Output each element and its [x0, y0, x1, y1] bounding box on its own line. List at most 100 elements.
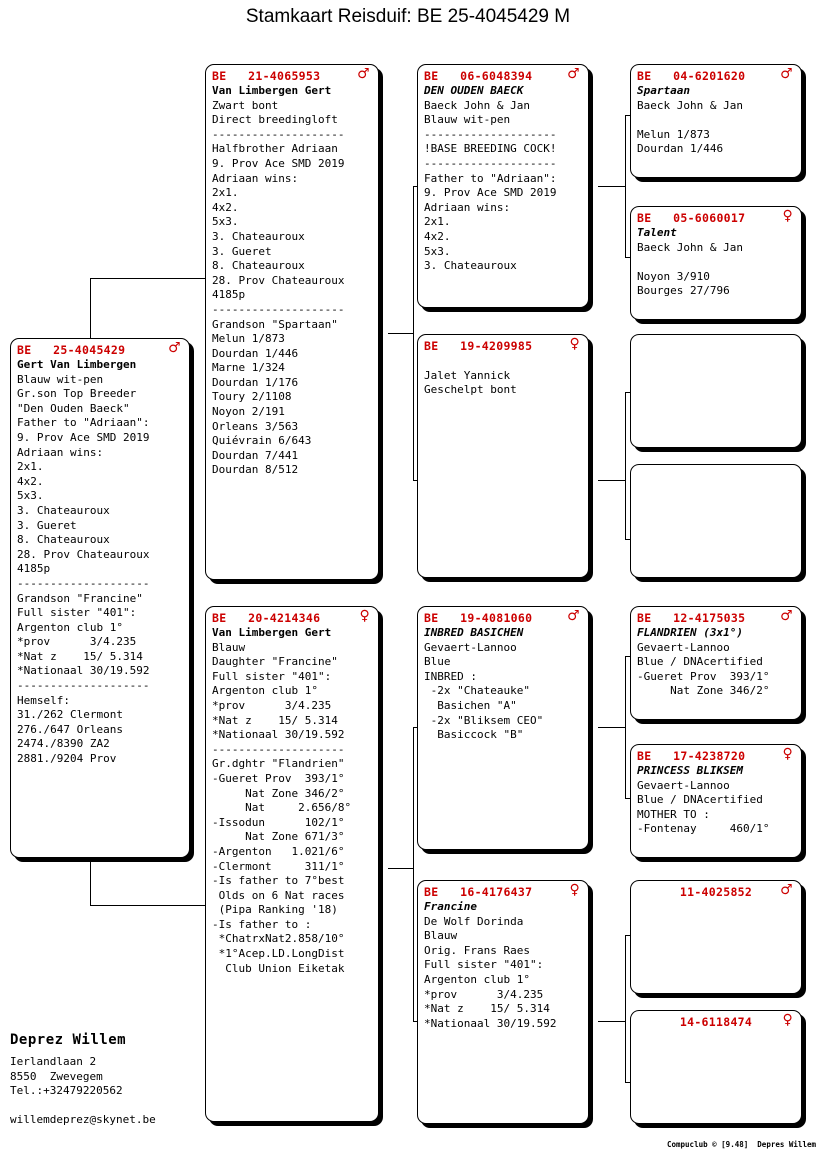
connector-mm-bracket	[625, 935, 626, 1083]
card-father-header: BE 21-4065953 ♂	[212, 67, 372, 84]
card-mfm-details: Gevaert-Lannoo Blue / DNAcertified MOTHE…	[637, 778, 770, 836]
connector-mm-to-mmm	[625, 1082, 633, 1083]
sex-icon-male: ♂	[168, 340, 181, 356]
card-mf-header: BE 19-4081060 ♂	[424, 609, 582, 626]
sex-icon-male: ♂	[780, 66, 793, 82]
card-mf-details: Gevaert-Lannoo Blue INBRED : -2x "Chatea…	[424, 640, 544, 742]
card-mfm-nickname: PRINCESS BLIKSEM	[637, 764, 743, 777]
connector-subject-trunk	[90, 278, 91, 338]
connector-ff-to-fff	[625, 115, 633, 116]
card-mff-body: FLANDRIEN (3x1°)Gevaert-Lannoo Blue / DN…	[637, 626, 795, 699]
sex-icon-male: ♂	[567, 66, 580, 82]
card-fmm-header	[637, 469, 795, 484]
card-ff-details: Baeck John & Jan Blauw wit-pen ---------…	[424, 98, 557, 273]
breeder-address: Ierlandlaan 2 8550 Zwevegem Tel.:+324792…	[10, 1055, 123, 1098]
card-mf-nickname: INBRED BASICHEN	[424, 626, 524, 639]
ring-number: BE 19-4209985	[424, 339, 533, 353]
card-mother[interactable]: BE 20-4214346 ♀ Van Limbergen Gert Blauw…	[205, 606, 379, 1122]
card-subject-body: Gert Van Limbergen Blauw wit-pen Gr.son …	[17, 358, 183, 767]
sex-icon-female: ♀	[782, 1012, 793, 1028]
ring-number: BE 25-4045429	[17, 343, 126, 357]
software-credit: Compuclub © [9.48] Depres Willem	[666, 1140, 816, 1149]
card-mother-name: Van Limbergen Gert	[212, 626, 332, 639]
card-mm-header: BE 16-4176437 ♀	[424, 882, 582, 900]
ring-number: BE 16-4176437	[424, 885, 533, 899]
connector-mm-stem	[598, 1021, 626, 1022]
card-fff-header: BE 04-6201620 ♂	[637, 66, 795, 84]
connector-subject-trunk-lower	[90, 858, 91, 906]
ring-number: 11-4025852	[679, 885, 753, 899]
sex-icon-female: ♀	[782, 208, 793, 224]
card-subject-name: Gert Van Limbergen	[17, 358, 137, 371]
breeder-email[interactable]: willemdeprez@skynet.be	[10, 1112, 156, 1126]
card-mmm-header: 14-6118474 ♀	[637, 1012, 795, 1030]
card-mmf[interactable]: 11-4025852 ♂	[630, 880, 802, 994]
connector-fm-stem	[598, 480, 626, 481]
ring-number: BE 21-4065953	[212, 69, 321, 83]
card-mother-details: Blauw Daughter "Francine" Full sister "4…	[212, 640, 352, 975]
card-fm[interactable]: BE 19-4209985 ♀ Jalet Yannick Geschelpt …	[417, 334, 589, 578]
card-ffm-nickname: Talent	[637, 226, 677, 239]
card-mmm[interactable]: 14-6118474 ♀	[630, 1010, 802, 1124]
ring-number: BE 12-4175035	[637, 611, 746, 625]
sex-icon-female: ♀	[782, 746, 793, 762]
sex-icon-female: ♀	[569, 882, 580, 898]
connector-mf-to-mff	[625, 656, 633, 657]
ring-number: 14-6118474	[679, 1015, 753, 1029]
connector-fm-bracket	[625, 392, 626, 540]
card-fmf-header	[637, 339, 795, 354]
connector-mm-to-mmf	[625, 935, 633, 936]
ring-number: BE 05-6060017	[637, 211, 746, 225]
ring-number: BE 19-4081060	[424, 611, 533, 625]
card-mm-nickname: Francine	[424, 900, 477, 913]
connector-ff-stem	[598, 186, 626, 187]
connector-ff-to-ffm	[625, 257, 633, 258]
card-mmf-header: 11-4025852 ♂	[637, 882, 795, 900]
connector-ff-bracket	[625, 115, 626, 258]
connector-mf-stem	[598, 727, 626, 728]
sex-icon-male: ♂	[780, 882, 793, 898]
connector-mf-bracket	[625, 656, 626, 799]
sex-icon-female: ♀	[569, 336, 580, 352]
card-ff-header: BE 06-6048394 ♂	[424, 66, 582, 84]
card-mff-header: BE 12-4175035 ♂	[637, 609, 795, 626]
page-title: Stamkaart Reisduif: BE 25-4045429 M	[245, 6, 571, 27]
card-fm-header: BE 19-4209985 ♀	[424, 336, 582, 354]
card-subject-header: BE 25-4045429 ♂	[17, 340, 183, 358]
breeder-block: Deprez Willem Ierlandlaan 2 8550 Zwevege…	[10, 1032, 210, 1127]
card-ffm-details: Baeck John & Jan Noyon 3/910 Bourges 27/…	[637, 240, 743, 298]
card-father[interactable]: BE 21-4065953 ♂ Van Limbergen Gert Zwart…	[205, 64, 379, 580]
card-mfm-header: BE 17-4238720 ♀	[637, 746, 795, 764]
ring-number: BE 06-6048394	[424, 69, 533, 83]
card-father-body: Van Limbergen Gert Zwart bont Direct bre…	[212, 84, 372, 478]
connector-subject-top	[90, 278, 205, 279]
card-mother-header: BE 20-4214346 ♀	[212, 608, 372, 626]
card-father-details: Zwart bont Direct breedingloft ---------…	[212, 98, 345, 477]
connector-fm-to-fmm	[625, 539, 633, 540]
card-mother-body: Van Limbergen Gert Blauw Daughter "Franc…	[212, 626, 372, 976]
connector-mother-bracket	[413, 727, 414, 1022]
card-father-name: Van Limbergen Gert	[212, 84, 332, 97]
sex-icon-female: ♀	[359, 608, 370, 624]
card-fff-details: Baeck John & Jan Melun 1/873 Dourdan 1/4…	[637, 98, 743, 156]
breeder-name: Deprez Willem	[10, 1032, 127, 1048]
card-subject[interactable]: BE 25-4045429 ♂ Gert Van Limbergen Blauw…	[10, 338, 190, 858]
card-fff-nickname: Spartaan	[637, 84, 690, 97]
ring-number: BE 04-6201620	[637, 69, 746, 83]
card-fmf[interactable]	[630, 334, 802, 448]
card-fmm[interactable]	[630, 464, 802, 578]
connector-subject-bottom	[90, 905, 205, 906]
card-mff[interactable]: BE 12-4175035 ♂ FLANDRIEN (3x1°)Gevaert-…	[630, 606, 802, 720]
card-fm-details: Jalet Yannick Geschelpt bont	[424, 368, 517, 397]
